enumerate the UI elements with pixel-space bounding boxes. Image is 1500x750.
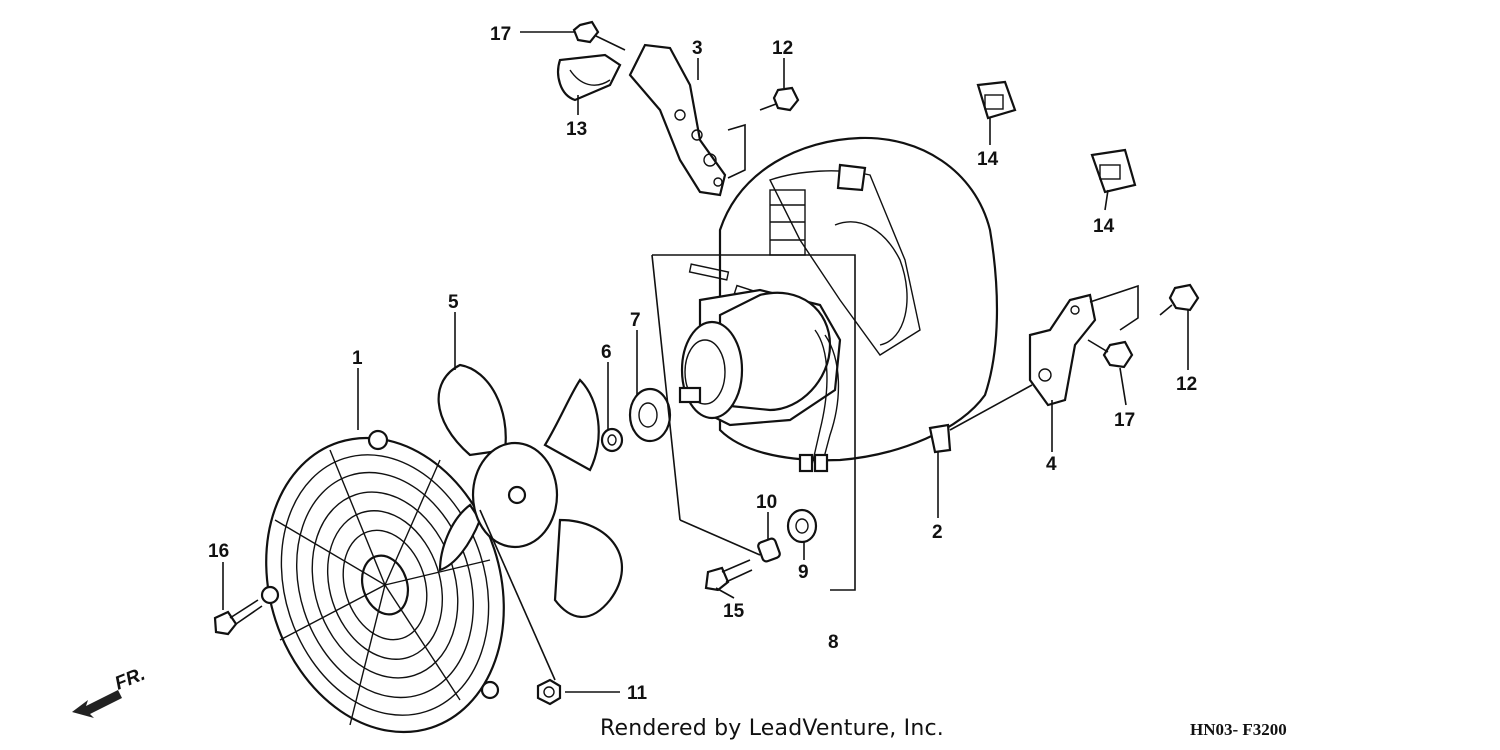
callout-1: 1 bbox=[352, 348, 363, 369]
callout-13: 13 bbox=[566, 119, 587, 140]
fan-guard bbox=[260, 429, 505, 734]
bolt-17a bbox=[572, 20, 626, 51]
front-direction-arrow: FR. bbox=[72, 664, 148, 718]
clip-14a bbox=[976, 80, 1017, 120]
callout-11: 11 bbox=[627, 683, 648, 704]
callout-15: 15 bbox=[723, 601, 745, 622]
callout-4: 4 bbox=[1046, 454, 1057, 475]
bolt-15 bbox=[704, 559, 753, 592]
callout-12-right: 12 bbox=[1176, 374, 1197, 395]
bracket-3 bbox=[628, 43, 727, 197]
clip-14b bbox=[1090, 148, 1137, 194]
bolt-12b bbox=[1159, 283, 1200, 316]
bracket-4 bbox=[1028, 293, 1097, 407]
nut-11 bbox=[536, 678, 562, 706]
callout-12-top: 12 bbox=[772, 38, 793, 59]
bolt-12a bbox=[759, 86, 800, 112]
callout-14-top: 14 bbox=[977, 149, 999, 170]
callout-17-right: 17 bbox=[1114, 410, 1135, 431]
callout-6: 6 bbox=[601, 342, 612, 363]
callout-14-right: 14 bbox=[1093, 216, 1115, 237]
callout-10: 10 bbox=[756, 492, 777, 513]
render-credit: Rendered by LeadVenture, Inc. bbox=[600, 716, 944, 741]
diagram-code: HN03- F3200 bbox=[1190, 720, 1287, 739]
callout-2: 2 bbox=[932, 522, 943, 543]
callout-8: 8 bbox=[828, 632, 839, 653]
fan-blade bbox=[437, 363, 623, 618]
fan-motor bbox=[678, 263, 842, 473]
callout-7: 7 bbox=[630, 310, 641, 331]
wire-clamp-13 bbox=[557, 53, 622, 102]
callout-9: 9 bbox=[798, 562, 809, 583]
rubber-bushing-7 bbox=[628, 387, 672, 443]
screw-16 bbox=[213, 599, 263, 636]
front-marker-label: FR. bbox=[112, 664, 148, 695]
callout-16: 16 bbox=[208, 541, 229, 562]
callout-3: 3 bbox=[692, 38, 703, 59]
spacer-6 bbox=[600, 427, 624, 453]
callout-5: 5 bbox=[448, 292, 459, 313]
bolt-17b bbox=[1087, 339, 1134, 369]
collar-10 bbox=[757, 537, 781, 563]
grommet-9 bbox=[786, 508, 818, 544]
leader-lines bbox=[222, 31, 1189, 693]
callout-17-top: 17 bbox=[490, 24, 511, 45]
